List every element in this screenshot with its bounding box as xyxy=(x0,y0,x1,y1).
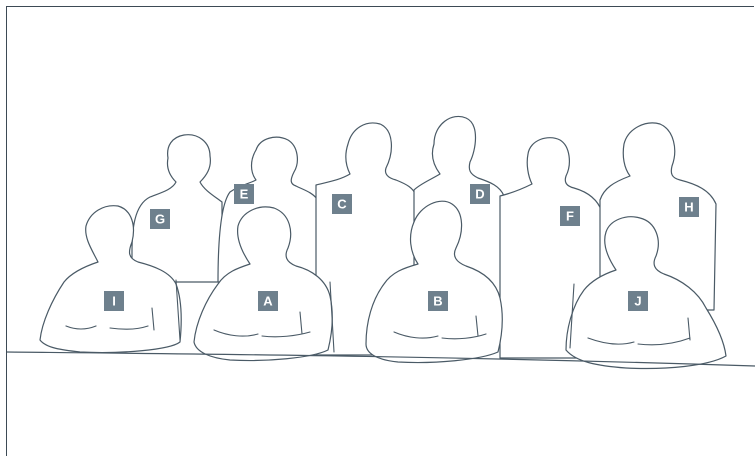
badge-b: B xyxy=(428,291,448,311)
silhouette-g xyxy=(132,135,222,282)
svg-text:H: H xyxy=(684,200,693,215)
badge-d: D xyxy=(470,184,490,204)
badge-j: J xyxy=(628,291,648,311)
badge-a: A xyxy=(258,291,278,311)
badge-e: E xyxy=(234,184,254,204)
svg-text:J: J xyxy=(634,294,641,309)
svg-text:G: G xyxy=(155,212,165,227)
svg-text:D: D xyxy=(475,187,484,202)
badge-h: H xyxy=(679,197,699,217)
badge-g: G xyxy=(150,209,170,229)
svg-text:A: A xyxy=(263,294,273,309)
svg-text:B: B xyxy=(433,294,442,309)
svg-text:I: I xyxy=(112,294,116,309)
badge-i: I xyxy=(104,291,124,311)
badge-c: C xyxy=(332,194,352,214)
svg-text:F: F xyxy=(566,209,574,224)
svg-text:E: E xyxy=(240,187,249,202)
badge-f: F xyxy=(560,206,580,226)
svg-text:C: C xyxy=(337,197,347,212)
